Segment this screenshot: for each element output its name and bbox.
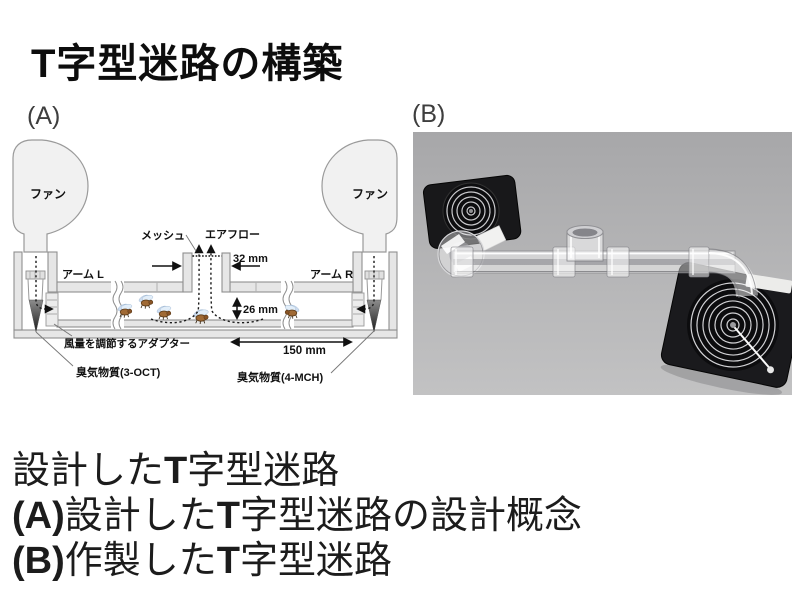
page-title: T字型迷路の構築 (31, 42, 344, 86)
leader-lines (35, 234, 376, 374)
airflow-paths (35, 244, 375, 324)
odor-left-label: 臭気物質(3-OCT) (76, 365, 161, 379)
figure-b-label: (B) (412, 100, 446, 128)
tape-patch (745, 273, 793, 294)
odor-right-label: 臭気物質(4-MCH) (237, 370, 323, 384)
caption-line-1: 設計したT字型迷路 (12, 450, 340, 492)
fan-right-shape: ファン (321, 139, 398, 253)
airflow-arrow-left (35, 256, 54, 314)
glint-line (733, 326, 770, 369)
clear-elbow-right (708, 248, 758, 299)
dimension-arrows (152, 261, 353, 347)
flow-adapter-left (45, 292, 59, 327)
airflow-arrow-right (356, 256, 375, 314)
t-maze-schematic: ファン ファン (12, 139, 398, 384)
fly-icon (155, 304, 172, 321)
airflow-label: エアフロー (205, 228, 260, 241)
fan-left-label: ファン (30, 187, 66, 201)
figure-b-photo (413, 132, 800, 395)
t-junction-stub (566, 225, 604, 262)
figure-a-label: (A) (27, 102, 61, 130)
mesh-label: メッシュ (141, 229, 185, 242)
arm-left-label: アーム L (62, 268, 104, 281)
arm-length-label: 150 mm (283, 345, 326, 357)
fly-icon (137, 293, 154, 310)
fan-left-shape: ファン (12, 139, 89, 253)
airflow-arrow-up-right (206, 244, 264, 324)
caption-line-3: (B)作製したT字型迷路 (12, 540, 393, 582)
blower-fan-right (660, 262, 800, 395)
adapter-label: 風量を調節するアダプター (64, 337, 190, 350)
arm-right-label: アーム R (310, 268, 353, 281)
flow-adapter-right (351, 292, 365, 327)
t-maze-photo-rendering (413, 132, 800, 395)
caption: 設計したT字型迷路 (A)設計したT字型迷路の設計概念 (B)作製したT字型迷路 (12, 449, 582, 584)
fan-right-label: ファン (352, 187, 388, 201)
channel-height-label: 26 mm (243, 304, 278, 316)
break-mark-right (281, 280, 294, 330)
stem-width-label: 32 mm (233, 253, 268, 265)
break-mark-left (111, 280, 124, 330)
caption-line-2: (A)設計したT字型迷路の設計概念 (12, 495, 583, 537)
maze-walls (13, 251, 398, 339)
blower-fan-left (422, 174, 522, 252)
clear-tube-horizontal (452, 250, 736, 274)
